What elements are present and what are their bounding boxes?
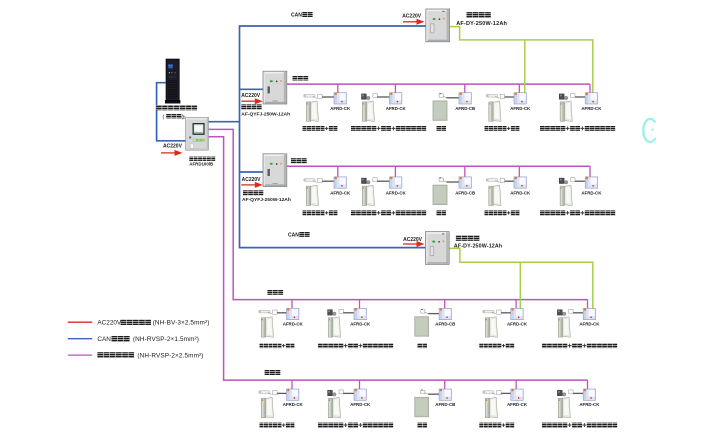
svg-text:AFRD-CK: AFRD-CK (581, 106, 602, 111)
svg-text:AC220V: AC220V (403, 237, 423, 243)
svg-text:AC220V: AC220V (163, 144, 183, 150)
svg-text:AFRD-CK: AFRD-CK (510, 190, 531, 195)
svg-text:AC220V: AC220V (242, 177, 262, 183)
svg-text:AFRD-CK: AFRD-CK (350, 321, 371, 326)
svg-text:AFRD100/B: AFRD100/B (189, 162, 213, 167)
svg-text:AC220V: AC220V (402, 13, 422, 19)
svg-text:AFRD-CK: AFRD-CK (579, 321, 600, 326)
svg-text:AFRD-CB: AFRD-CB (455, 190, 475, 195)
svg-text:AFRD-CK: AFRD-CK (579, 402, 600, 407)
svg-text:AFRD-CK: AFRD-CK (330, 190, 351, 195)
svg-text:CAN: CAN (291, 13, 302, 19)
svg-text:(NH-BV-3×2.5mm²): (NH-BV-3×2.5mm²) (153, 320, 210, 327)
svg-text:AFRD-CK: AFRD-CK (350, 402, 371, 407)
svg-text:AFRD-CK: AFRD-CK (507, 321, 528, 326)
svg-text:AC220V: AC220V (97, 320, 122, 327)
svg-text:AF-QYFJ-250W-12Ah: AF-QYFJ-250W-12Ah (241, 111, 290, 117)
svg-text:): ) (182, 115, 184, 121)
svg-text:CAN: CAN (288, 233, 299, 239)
svg-text:(NH-RVSP-2×2.5mm²): (NH-RVSP-2×2.5mm²) (137, 353, 203, 360)
svg-text:AF-DY-250W-12Ah: AF-DY-250W-12Ah (454, 244, 502, 250)
svg-text:AFRD-CB: AFRD-CB (435, 402, 455, 407)
svg-text:AC220V: AC220V (241, 93, 261, 99)
svg-text:AFRD-CK: AFRD-CK (386, 190, 407, 195)
svg-text:CAN: CAN (97, 336, 111, 343)
svg-text:AFRD-CK: AFRD-CK (581, 190, 602, 195)
svg-text:AFRD-CK: AFRD-CK (510, 106, 531, 111)
svg-text:AFRD-CK: AFRD-CK (386, 106, 407, 111)
svg-text:(: ( (163, 115, 165, 121)
svg-text:AF-QYFJ-250W-12Ah: AF-QYFJ-250W-12Ah (242, 197, 291, 203)
svg-text:AFRD-CB: AFRD-CB (455, 106, 475, 111)
svg-text:AFRD-CK: AFRD-CK (330, 106, 351, 111)
svg-text:AFRD-CK: AFRD-CK (283, 402, 304, 407)
svg-text:(NH-RVSP-2×1.5mm²): (NH-RVSP-2×1.5mm²) (133, 336, 199, 343)
svg-text:AFRD-CK: AFRD-CK (507, 402, 528, 407)
svg-text:AF-DY-250W-12Ah: AF-DY-250W-12Ah (456, 21, 507, 27)
svg-text:AFRD-CK: AFRD-CK (283, 321, 304, 326)
svg-text:AFRD-CB: AFRD-CB (435, 321, 455, 326)
